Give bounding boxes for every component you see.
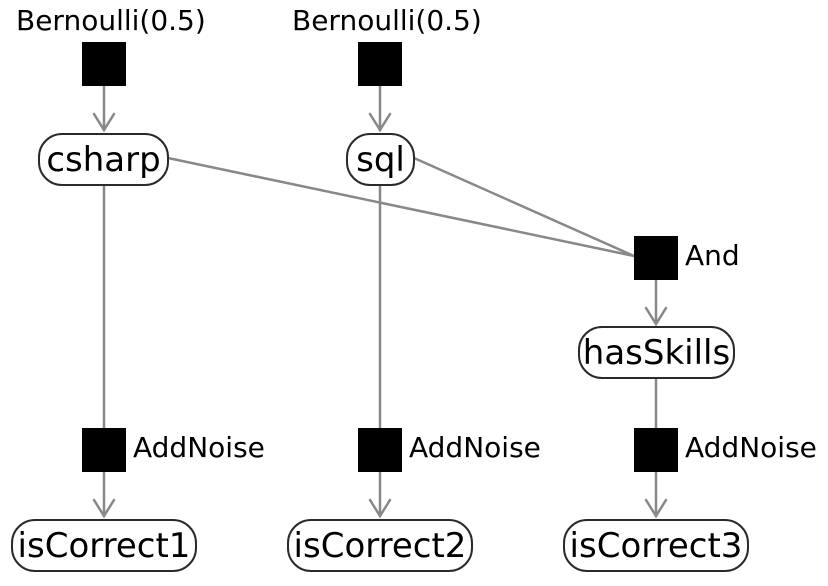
prior-label-csharp: Bernoulli(0.5) xyxy=(16,4,206,37)
factor-addnoise-3 xyxy=(634,428,678,472)
arrowhead-hasskills xyxy=(644,306,668,327)
factor-prior-sql xyxy=(358,42,402,86)
arrowhead-iscorrect3 xyxy=(644,498,668,519)
variable-sql: sql xyxy=(346,133,415,186)
variable-hasskills: hasSkills xyxy=(578,326,735,379)
edge-csharp-to-and xyxy=(166,156,636,258)
variable-csharp: csharp xyxy=(38,133,169,186)
variable-iscorrect3: isCorrect3 xyxy=(563,519,749,572)
factor-addnoise-2 xyxy=(358,428,402,472)
arrowhead-sql xyxy=(368,112,392,133)
factor-label-and: And xyxy=(685,239,740,272)
arrowhead-iscorrect1 xyxy=(92,498,116,519)
factor-label-addnoise-2: AddNoise xyxy=(409,431,541,464)
prior-label-sql: Bernoulli(0.5) xyxy=(292,4,482,37)
variable-iscorrect1: isCorrect1 xyxy=(11,519,197,572)
factor-label-addnoise-3: AddNoise xyxy=(685,431,817,464)
edge-sql-to-and xyxy=(412,156,636,258)
arrowhead-iscorrect2 xyxy=(368,498,392,519)
factor-label-addnoise-1: AddNoise xyxy=(133,431,265,464)
factor-addnoise-1 xyxy=(82,428,126,472)
variable-iscorrect2: isCorrect2 xyxy=(287,519,473,572)
factor-prior-csharp xyxy=(82,42,126,86)
factor-and xyxy=(634,236,678,280)
arrowhead-csharp xyxy=(92,112,116,133)
